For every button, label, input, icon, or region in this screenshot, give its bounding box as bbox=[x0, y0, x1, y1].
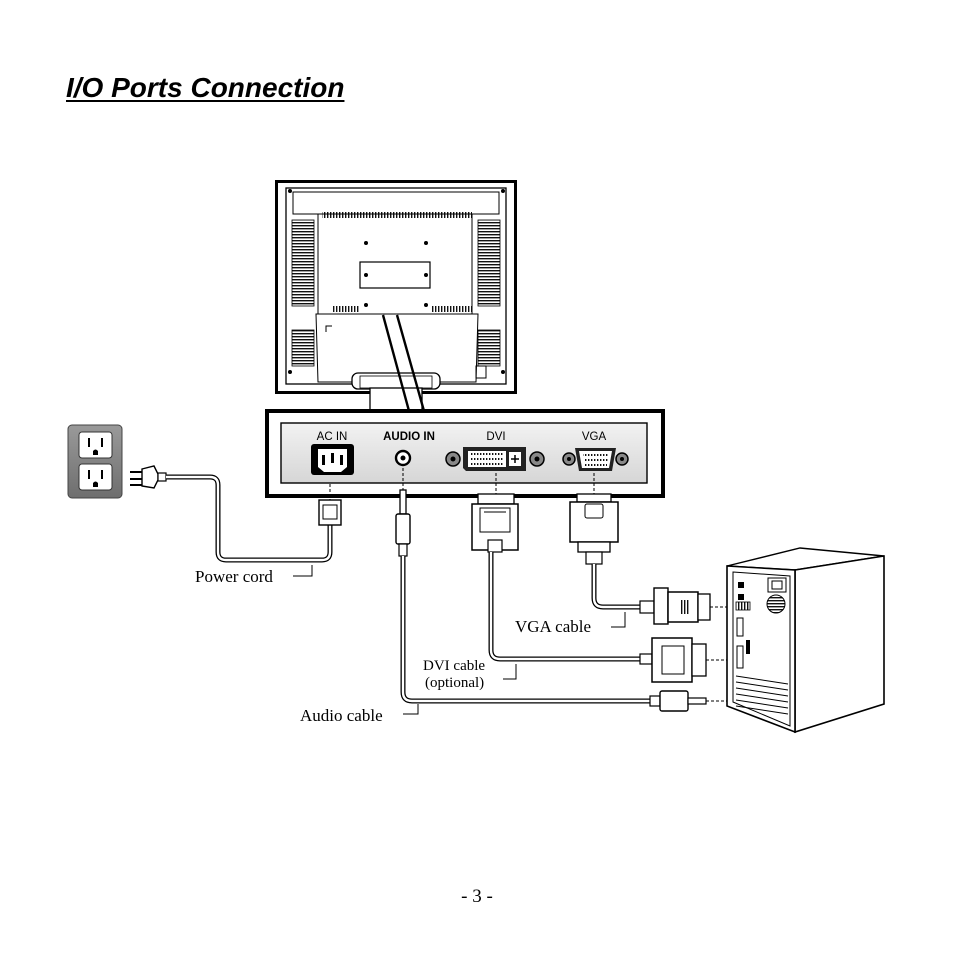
label-leader-lines bbox=[293, 565, 626, 715]
ac-in-label: AC IN bbox=[317, 431, 348, 443]
page-number: - 3 - bbox=[461, 886, 493, 907]
vga-port bbox=[562, 448, 629, 471]
monitor-rear-illustration bbox=[275, 180, 517, 412]
ac-in-port bbox=[311, 444, 354, 475]
dvi-label: DVI bbox=[486, 431, 505, 443]
dvi-cable-optional-label: (optional) bbox=[425, 675, 484, 691]
page-title: I/O Ports Connection bbox=[66, 72, 345, 103]
power-cord-label: Power cord bbox=[195, 567, 273, 586]
computer-tower-illustration bbox=[726, 547, 885, 734]
dvi-plug-pc-illustration bbox=[639, 637, 736, 683]
audio-cable-label: Audio cable bbox=[300, 706, 383, 725]
vga-plug-illustration bbox=[569, 473, 619, 565]
vga-cable-line bbox=[591, 564, 640, 610]
audio-plug-pc-illustration bbox=[649, 690, 736, 712]
wall-outlet-illustration bbox=[67, 424, 123, 499]
dvi-cable-label: DVI cable bbox=[423, 658, 485, 674]
audio-cable-line bbox=[400, 556, 650, 704]
power-cord-line bbox=[166, 474, 333, 563]
power-connector-illustration bbox=[318, 484, 342, 526]
dvi-cable-line bbox=[488, 552, 640, 662]
power-plug-illustration bbox=[130, 465, 167, 489]
audio-plug-illustration bbox=[395, 468, 411, 557]
vga-cable-label: VGA cable bbox=[515, 617, 591, 636]
dvi-plug-illustration bbox=[471, 473, 519, 553]
vga-plug-pc-illustration bbox=[639, 587, 736, 625]
dvi-port bbox=[445, 447, 545, 471]
audio-in-port bbox=[394, 449, 412, 467]
vga-label: VGA bbox=[582, 431, 607, 443]
audio-in-label: AUDIO IN bbox=[383, 431, 435, 443]
